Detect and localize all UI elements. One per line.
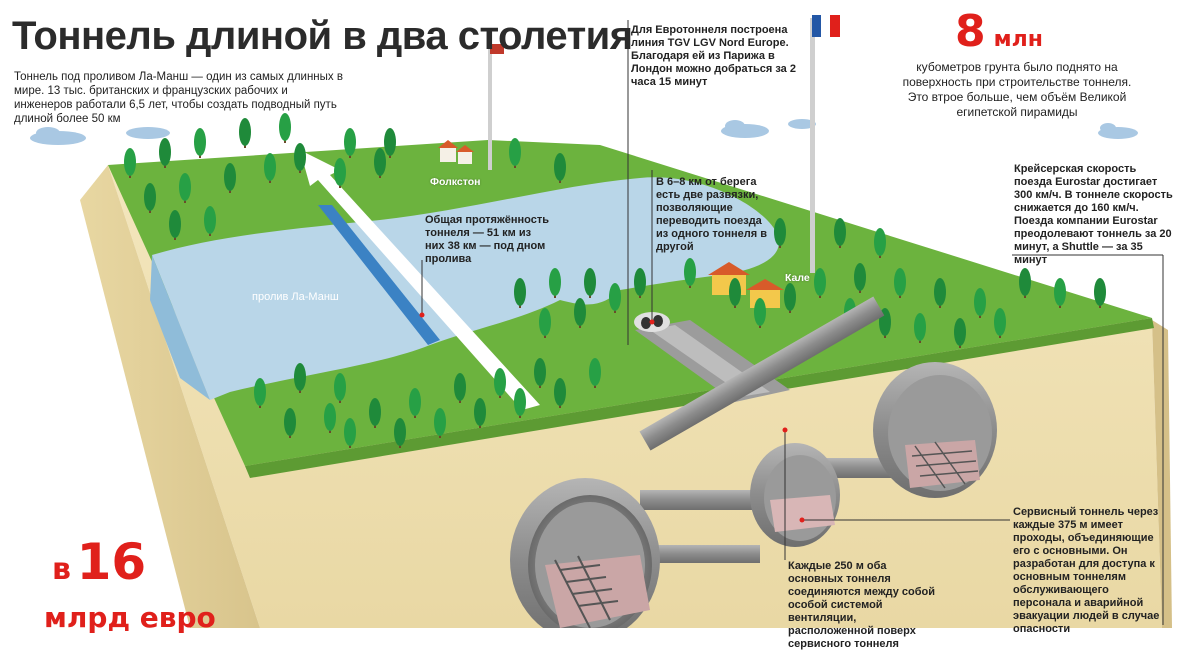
trees	[124, 113, 1106, 448]
tree	[954, 318, 966, 348]
route-arrow-blue	[318, 205, 440, 345]
tree	[1094, 278, 1106, 308]
tree	[264, 153, 276, 183]
note-ventilation: Каждые 250 м оба основных тоннеля соедин…	[788, 560, 936, 650]
tree	[549, 268, 561, 298]
tree	[334, 158, 346, 188]
leader-lines	[421, 20, 1164, 625]
clouds	[30, 119, 1138, 145]
service-tunnel	[750, 443, 840, 547]
tree	[239, 118, 251, 148]
tree	[494, 368, 506, 398]
tree	[179, 173, 191, 203]
stat-soil-volume: 8 млн	[955, 6, 1043, 57]
route-arrow-white	[300, 150, 540, 410]
tree	[334, 373, 346, 403]
tree	[729, 278, 741, 308]
tree	[514, 388, 526, 418]
tree	[454, 373, 466, 403]
tree	[774, 218, 786, 248]
tree	[754, 298, 766, 328]
tree	[554, 153, 566, 183]
tree	[374, 148, 386, 178]
tree	[394, 418, 406, 448]
strait-water	[152, 177, 779, 400]
label-folkestone: Фолкстон	[430, 176, 481, 188]
tree	[124, 148, 136, 178]
tree	[409, 388, 421, 418]
tree	[834, 218, 846, 248]
strait-water-shadow	[150, 255, 210, 400]
tree	[284, 408, 296, 438]
tree	[634, 268, 646, 298]
tree	[369, 398, 381, 428]
tree	[204, 206, 216, 236]
label-calais: Кале	[785, 272, 810, 284]
tree	[589, 358, 601, 388]
flag-france	[810, 15, 840, 273]
tree	[344, 128, 356, 158]
tree	[514, 278, 526, 308]
tree	[894, 268, 906, 298]
tree	[194, 128, 206, 158]
tree	[509, 138, 521, 168]
underground-tunnels	[510, 296, 997, 628]
stat-soil-unit: млн	[993, 27, 1043, 52]
tree	[934, 278, 946, 308]
main-tunnel-right	[873, 362, 997, 498]
page-subtitle: Тоннель под проливом Ла-Манш — один из с…	[14, 71, 343, 125]
tree	[279, 113, 291, 143]
tree	[554, 378, 566, 408]
tree	[994, 308, 1006, 338]
tree	[534, 358, 546, 388]
tree	[294, 363, 306, 393]
tree	[254, 378, 266, 408]
main-tunnel-left	[510, 478, 660, 628]
tree	[344, 418, 356, 448]
tree	[874, 228, 886, 258]
note-length: Общая протяжённость тоннеля — 51 км из н…	[425, 214, 550, 265]
leader-dots	[419, 312, 805, 523]
tree	[974, 288, 986, 318]
tree	[294, 143, 306, 173]
stat-soil-value: 8	[955, 6, 986, 57]
cost-block: в 16 млрд евро	[44, 537, 216, 640]
tree	[684, 258, 696, 288]
label-strait: пролив Ла-Манш	[252, 291, 339, 303]
tree	[609, 283, 621, 313]
note-tgv: Для Евротоннеля построена линия TGV LGV …	[631, 24, 796, 88]
tree	[159, 138, 171, 168]
flag-uk	[488, 44, 504, 170]
tree	[324, 403, 336, 433]
cost-unit: млрд евро	[44, 601, 216, 634]
tree	[224, 163, 236, 193]
tree	[434, 408, 446, 438]
tree	[169, 210, 181, 240]
note-junctions: В 6–8 км от берега есть две развязки, по…	[656, 176, 768, 253]
stat-soil-text: кубометров грунта было поднято на поверх…	[902, 60, 1132, 119]
tunnel-diagram	[30, 15, 1172, 628]
note-speed: Крейсерская скорость поезда Eurostar дос…	[1014, 163, 1173, 266]
tree	[539, 308, 551, 338]
tree	[584, 268, 596, 298]
houses-folkestone	[438, 140, 474, 164]
cost-prefix: в	[52, 552, 71, 587]
tree	[854, 263, 866, 293]
tree	[384, 128, 396, 158]
note-service: Сервисный тоннель через каждые 375 м име…	[1013, 506, 1160, 635]
tree	[784, 283, 796, 313]
tree	[574, 298, 586, 328]
page-title: Тоннель длиной в два столетия	[12, 14, 633, 58]
tree	[144, 183, 156, 213]
tree	[1019, 268, 1031, 298]
cost-value: 16	[76, 533, 147, 591]
tree	[1054, 278, 1066, 308]
tree	[814, 268, 826, 298]
tree	[914, 313, 926, 343]
tree	[474, 398, 486, 428]
